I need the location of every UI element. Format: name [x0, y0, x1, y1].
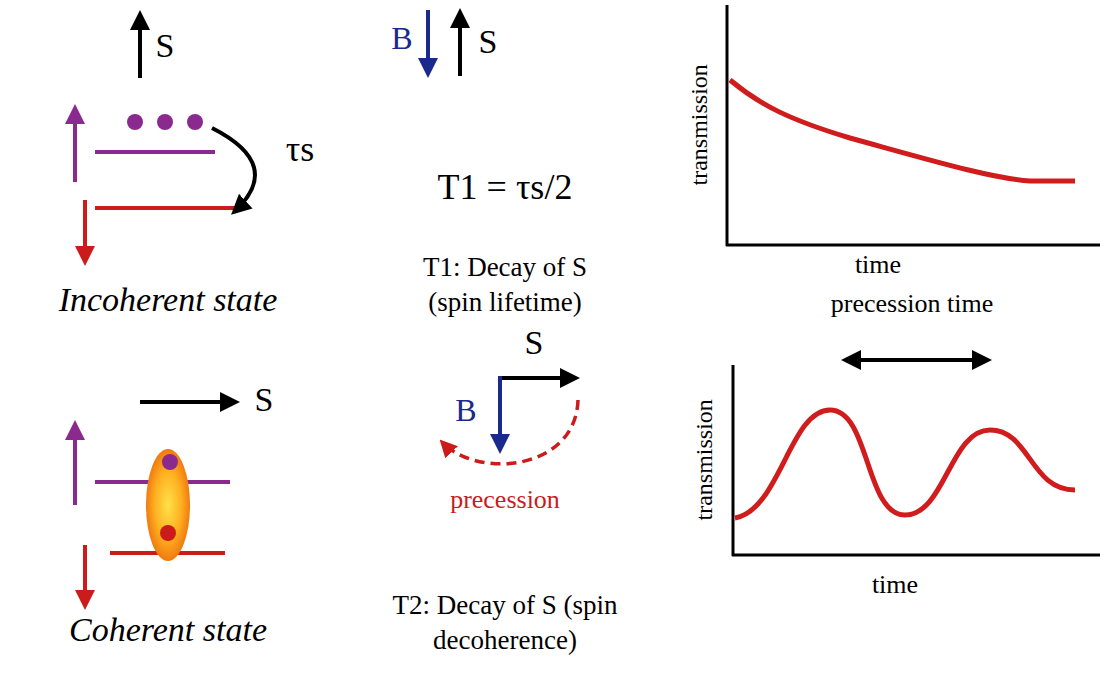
- period-label: precession time: [831, 289, 993, 319]
- state-name: Incoherent state: [59, 280, 278, 319]
- equation: T1 = τs/2: [438, 167, 573, 208]
- decay-chart: [726, 5, 1100, 246]
- state-name: Coherent state: [69, 610, 267, 649]
- motion-label: precession: [450, 485, 560, 515]
- spin-label: S: [156, 26, 175, 65]
- axis-label: transmission: [691, 399, 719, 520]
- definition-note: T1: Decay of S (spin lifetime): [398, 250, 613, 320]
- axis-label: time: [855, 250, 901, 280]
- axis-label: time: [872, 570, 918, 600]
- axis-label: transmission: [686, 64, 714, 185]
- spin-label: S: [479, 22, 498, 61]
- lifetime-symbol: τs: [286, 129, 314, 170]
- coherent-levels: [75, 402, 236, 606]
- period-arrow: [845, 358, 988, 362]
- definition-note: T2: Decay of S (spin decoherence): [389, 588, 621, 658]
- precession-chart: [732, 365, 1100, 556]
- incoherent-levels: [75, 14, 255, 262]
- field-label: B: [455, 392, 476, 429]
- spin-label: S: [525, 323, 544, 362]
- field-label: B: [391, 20, 412, 57]
- t1-vectors: [428, 10, 460, 76]
- spin-label: S: [255, 380, 274, 419]
- t2-vectors: [442, 376, 578, 464]
